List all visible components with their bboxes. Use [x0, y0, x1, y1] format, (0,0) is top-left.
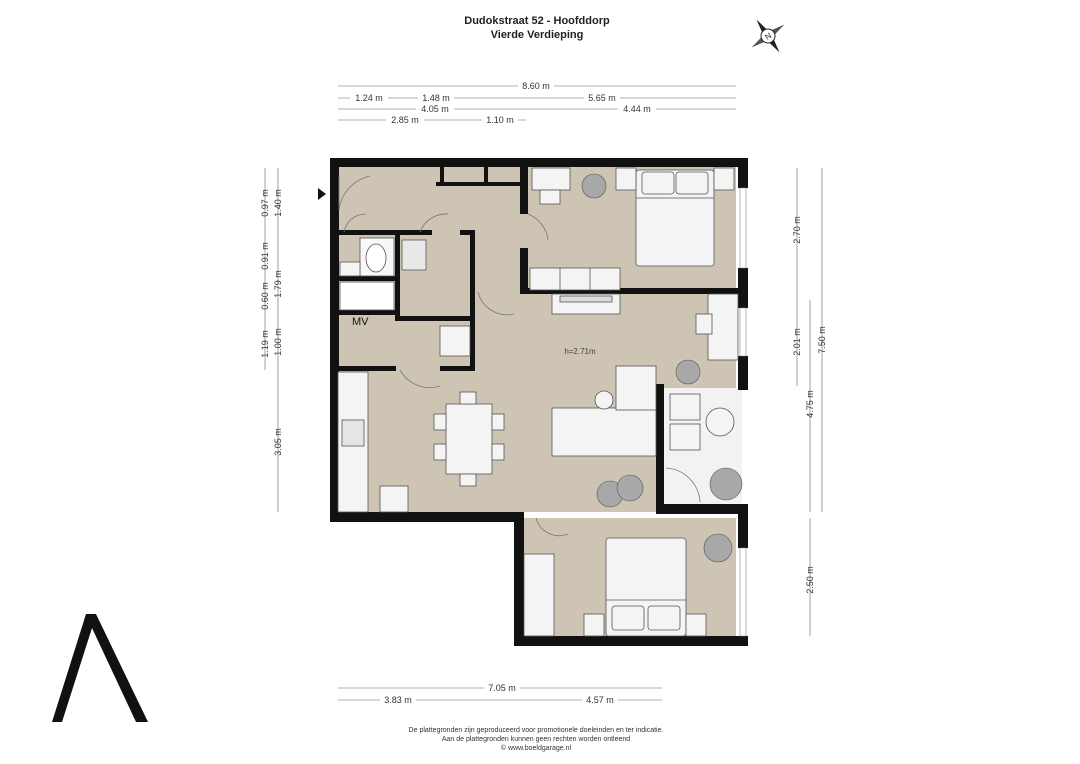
dim-bottom-2: 4.57 m: [586, 695, 614, 705]
walls: [330, 158, 748, 646]
dim-top-2: 1.48 m: [422, 93, 450, 103]
dim-top-1: 1.24 m: [355, 93, 383, 103]
plant-icon: [703, 533, 733, 563]
svg-text:N: N: [763, 31, 773, 42]
dim-bottom-total: 7.05 m: [488, 683, 516, 693]
dim-left-7: 1.00 m: [273, 328, 283, 356]
brand-logo: [52, 614, 148, 722]
shower: [401, 239, 427, 271]
dim-left-3: 0.91 m: [260, 242, 270, 270]
copyright-link: © www.boeldgarage.nl: [501, 744, 572, 752]
dim-left-8: 3.05 m: [273, 428, 283, 456]
dim-bottom-1: 3.83 m: [384, 695, 412, 705]
wardrobe-1: [529, 267, 621, 291]
compass-icon: N: [751, 19, 785, 53]
dim-left-1: 1.40 m: [273, 189, 283, 217]
dim-right-5: 2.50 m: [805, 566, 815, 594]
dim-left-4: 0.60 m: [260, 282, 270, 310]
dim-right-1: 2.70 m: [792, 216, 802, 244]
dim-right-4: 4.75 m: [805, 390, 815, 418]
dim-left-5: 1.79 m: [273, 270, 283, 298]
dim-right-3: 7.50 m: [817, 326, 827, 354]
plan-subtitle: Vierde Verdieping: [491, 29, 584, 41]
desk-living: [707, 293, 739, 361]
dim-top-5: 4.44 m: [623, 104, 651, 114]
washing-machine: [439, 325, 471, 357]
mv-label: MV: [352, 316, 369, 328]
dining-table: [445, 403, 493, 475]
dim-left-6: 1.19 m: [260, 330, 270, 358]
dim-top-total: 8.60 m: [522, 81, 550, 91]
plan-title: Dudokstraat 52 - Hoofddorp: [464, 15, 610, 27]
ceiling-height-label: h=2.71m: [564, 347, 596, 356]
right-dimensions: [796, 168, 823, 636]
dim-left-2: 0.97 m: [260, 189, 270, 217]
dim-top-3: 5.65 m: [588, 93, 616, 103]
dim-top-4: 4.05 m: [421, 104, 449, 114]
left-dimensions: [264, 168, 279, 512]
plants: [581, 173, 743, 563]
dim-right-2: 2.01 m: [792, 328, 802, 356]
windows: [739, 187, 747, 637]
plant-icon: [581, 173, 607, 199]
disclaimer-line-2: Aan de plattegronden kunnen geen rechten…: [442, 736, 630, 743]
sofa: [551, 407, 657, 457]
disclaimer-line-1: De plattegronden zijn geproduceerd voor …: [409, 727, 664, 734]
doors: [338, 175, 701, 537]
furniture: [337, 167, 739, 637]
dim-top-6: 2.85 m: [391, 115, 419, 125]
plant-icon: [616, 474, 644, 502]
plant-icon: [675, 359, 701, 385]
dim-top-7: 1.10 m: [486, 115, 514, 125]
wardrobe-2: [523, 553, 555, 637]
entry-arrow-icon: [318, 188, 326, 200]
plant-icon: [709, 467, 743, 501]
